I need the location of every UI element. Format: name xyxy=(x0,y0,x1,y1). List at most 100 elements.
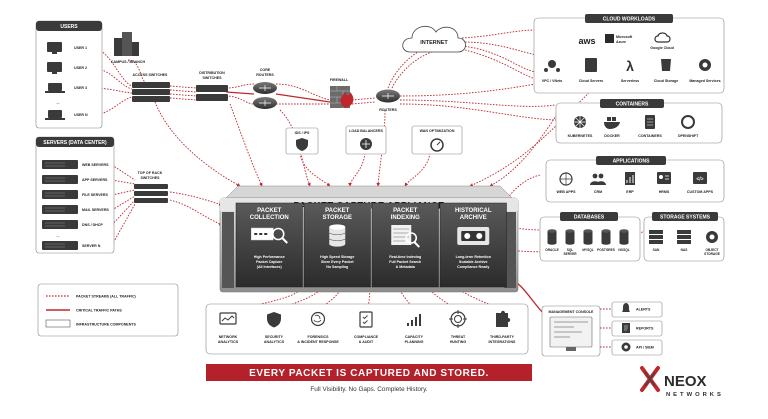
bay-description: Full Packet Search xyxy=(389,260,421,264)
server-label: MAIL SERVERS xyxy=(82,208,109,212)
users-header: USERS xyxy=(60,24,78,30)
bay-description: High Performance xyxy=(254,255,285,259)
computer-icon xyxy=(47,62,62,74)
bay-title: PACKET xyxy=(257,208,282,214)
azure-label-1: Microsoft xyxy=(616,35,633,39)
bay-title: STORAGE xyxy=(322,215,352,221)
use-case-icon xyxy=(407,314,421,326)
database-stack-icon xyxy=(329,224,346,247)
database-label: POSTGRES xyxy=(597,248,615,252)
container-icon xyxy=(645,115,655,129)
svg-text:NETWORKS: NETWORKS xyxy=(666,392,724,398)
cloud-item-icon xyxy=(661,59,671,71)
server-icon xyxy=(42,205,78,214)
network-card-search-icon xyxy=(251,227,288,244)
internet-cloud: INTERNET xyxy=(402,25,466,53)
use-case-label: COMPLIANCE xyxy=(354,335,379,339)
storage-label: OBJECT xyxy=(706,248,719,252)
svg-text:CLOUD WORKLOADS: CLOUD WORKLOADS xyxy=(603,17,656,23)
bay-description: (All Interfaces) xyxy=(257,265,283,269)
distribution-switches: DISTRIBUTION SWITCHES xyxy=(196,71,228,101)
application-icon xyxy=(559,172,573,186)
svg-text:λ: λ xyxy=(626,58,634,74)
bay-title: PACKET xyxy=(325,208,350,214)
distribution-label-2: SWITCHES xyxy=(203,76,223,80)
svg-text:Google Cloud: Google Cloud xyxy=(650,46,674,50)
storage-icon xyxy=(706,231,718,243)
index-search-icon xyxy=(391,225,420,248)
packet-capture-appliance: PACKET CAPTURE APPLIANCE PACKETCOLLECTIO… xyxy=(219,185,519,293)
banner: EVERY PACKET IS CAPTURED AND STORED. Ful… xyxy=(206,364,532,393)
svg-text:SERVERS (DATA CENTER): SERVERS (DATA CENTER) xyxy=(43,140,107,146)
server-label: DNS / DHCP xyxy=(82,223,103,227)
svg-text:WAN OPTIMIZATION: WAN OPTIMIZATION xyxy=(420,129,455,133)
storage-icon xyxy=(677,230,691,244)
bay-description: No Sampling xyxy=(326,265,348,269)
bay-description: Long-term Retention xyxy=(456,255,491,259)
database-icon xyxy=(601,229,611,245)
management-item: ALERTS xyxy=(600,301,663,318)
database-icon xyxy=(547,229,557,245)
ids-ips-box: IDS / IPS xyxy=(285,127,319,155)
bay-title: HISTORICAL xyxy=(455,208,492,214)
container-label: KUBERNETES xyxy=(568,134,593,138)
cloud-item-icon xyxy=(585,58,597,72)
application-label: HRMS xyxy=(659,190,670,194)
bay-description: High Speed Storage xyxy=(320,255,354,259)
azure-icon xyxy=(605,34,614,43)
wan-optimization-box: WAN OPTIMIZATION xyxy=(411,125,463,155)
database-label: ORACLE xyxy=(545,248,558,252)
svg-text:STORAGE SYSTEMS: STORAGE SYSTEMS xyxy=(660,215,711,221)
use-case-icon xyxy=(496,310,511,327)
use-case-label: THIRD-PARTY xyxy=(490,335,515,339)
top-of-rack-switches: TOP OF RACK SWITCHES xyxy=(134,171,168,203)
cloud-item-icon: λ xyxy=(626,58,634,74)
database-label: MYSQL xyxy=(582,248,593,252)
storage-icon xyxy=(649,230,663,244)
bay-title: COLLECTION xyxy=(250,215,289,221)
campus-building: CAMPUS / BRANCH xyxy=(111,32,145,64)
server-label: WEB SERVERS xyxy=(82,163,109,167)
bay-description: Real-time Indexing xyxy=(389,255,421,259)
access-switches-label: ACCESS SWITCHES xyxy=(133,73,169,77)
use-case-label: PLANNING xyxy=(405,340,424,344)
use-case-label: & INCIDENT RESPONSE xyxy=(297,340,339,344)
svg-text:</>: </> xyxy=(696,177,703,183)
user-label: USER N xyxy=(74,113,88,117)
application-label: CUSTOM APPS xyxy=(687,190,714,194)
user-label: USER 3 xyxy=(74,86,87,90)
svg-text:SWITCHES: SWITCHES xyxy=(141,176,161,180)
azure-label-2: Azure xyxy=(616,40,626,44)
tagline: Full Visibility. No Gaps. Complete Histo… xyxy=(310,386,427,393)
application-icon xyxy=(590,173,606,185)
bay-description: Scalable Archive xyxy=(459,260,488,264)
cloud-workloads-panel: CLOUD WORKLOADS aws Microsoft Azure Goog… xyxy=(533,14,725,94)
bay-title: PACKET xyxy=(393,208,418,214)
report-icon xyxy=(622,323,630,333)
svg-text:FIREWALL: FIREWALL xyxy=(330,78,349,82)
use-case-label: INTEGRATIONS xyxy=(489,340,516,344)
use-case-icon xyxy=(219,312,237,325)
svg-text:NEOX: NEOX xyxy=(664,373,707,390)
cloud-item-label: Cloud Servers xyxy=(579,79,603,83)
aws-logo: aws xyxy=(578,36,595,46)
application-icon xyxy=(657,172,671,184)
bay-title: ARCHIVE xyxy=(460,215,487,221)
management-label: API / SIEM xyxy=(636,345,654,349)
distribution-label-1: DISTRIBUTION xyxy=(199,71,225,75)
bay-description: Compliance Ready xyxy=(457,265,489,269)
container-label: DOCKER xyxy=(604,134,620,138)
gear-icon xyxy=(621,342,631,352)
container-icon xyxy=(604,117,620,129)
bay-description: & Metadata xyxy=(396,265,416,269)
use-case-label: THREAT xyxy=(451,335,466,339)
servers-ellipsis: ... xyxy=(57,234,60,238)
